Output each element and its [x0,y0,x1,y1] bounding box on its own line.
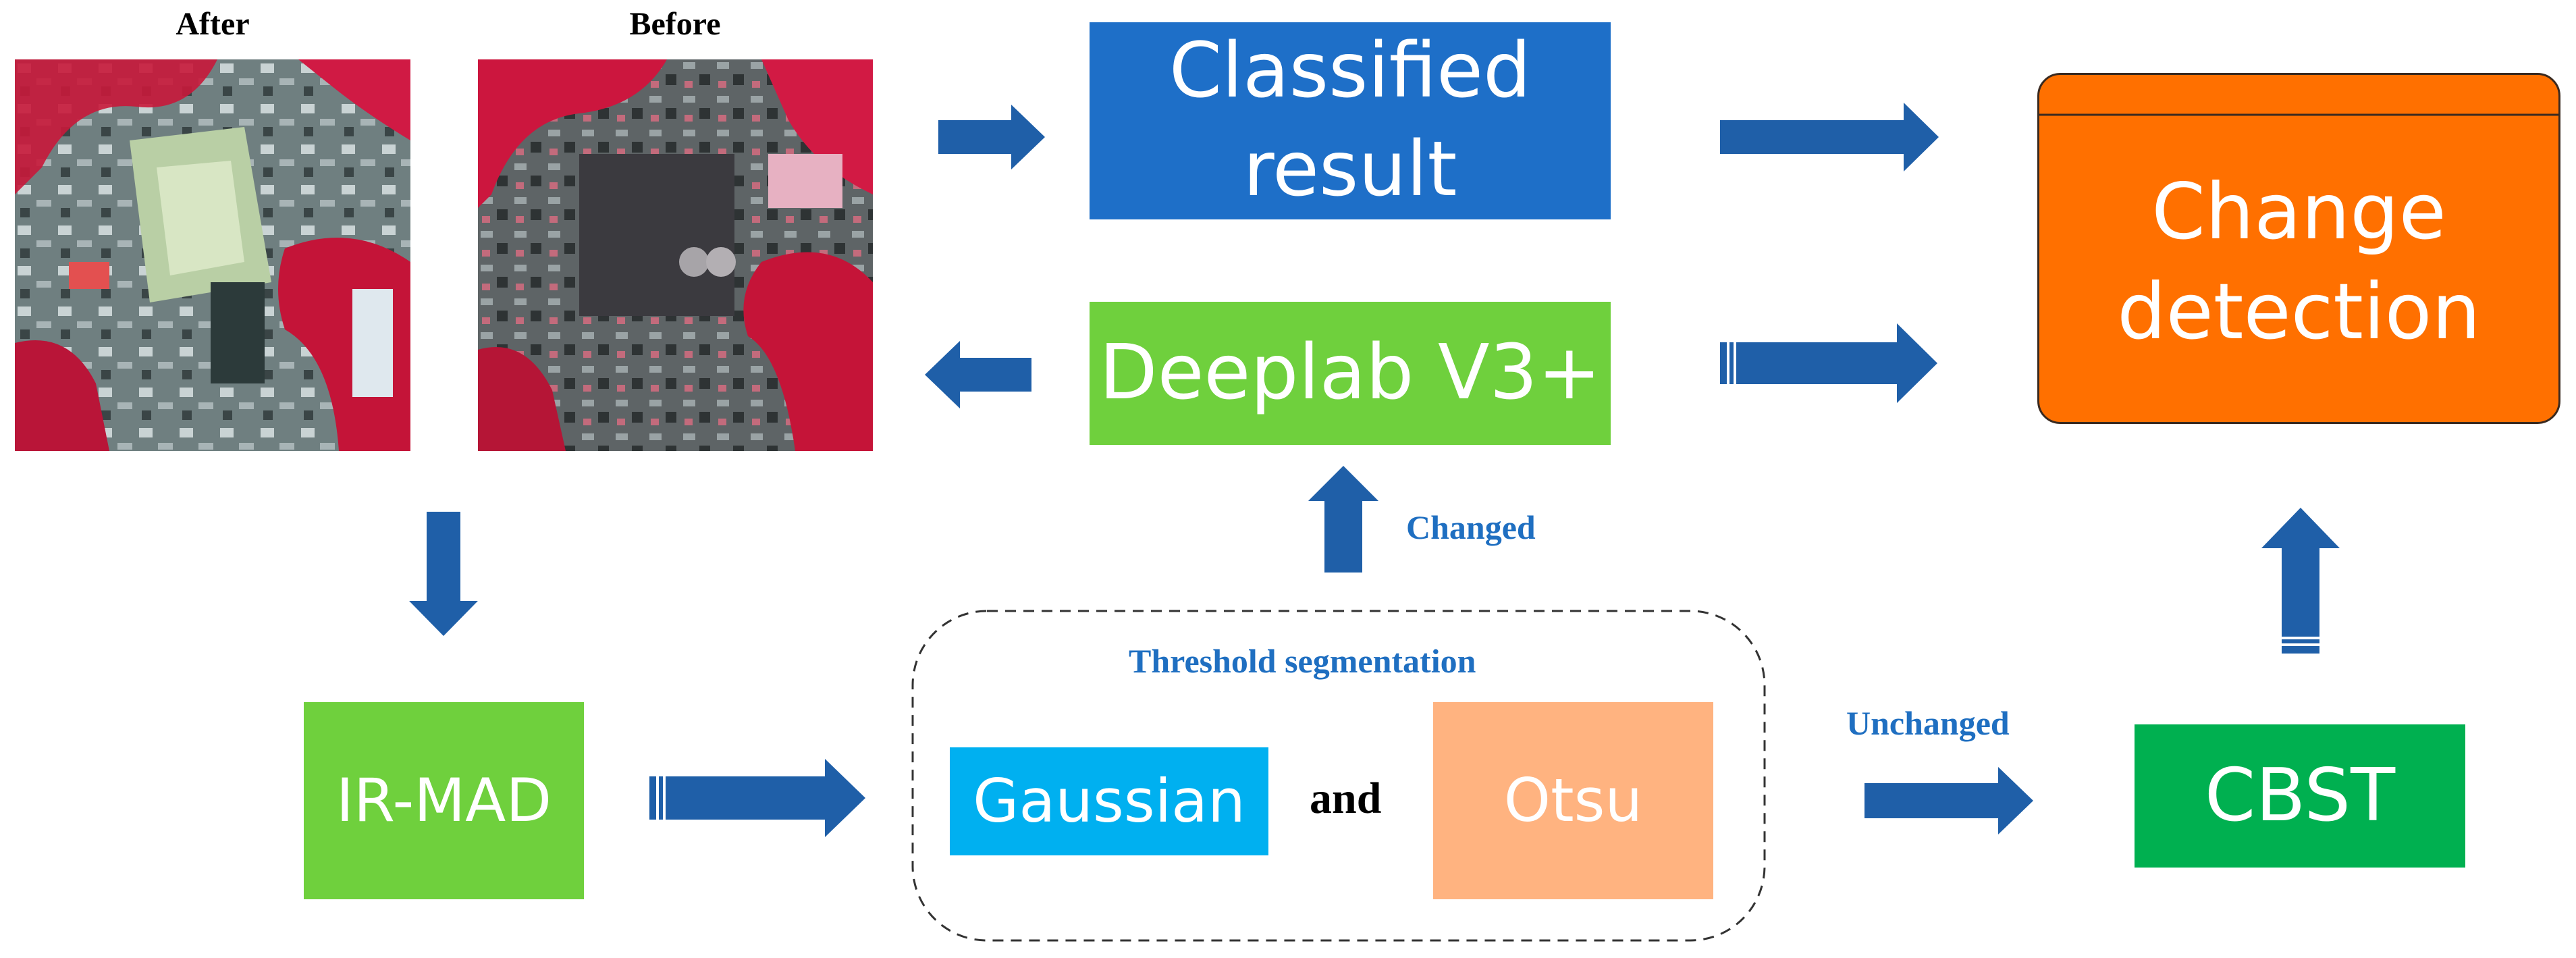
deeplab-box: Deeplab V3+ [1090,302,1611,445]
after-label: After [176,6,250,42]
changed-label: Changed [1406,508,1536,546]
arrow-images-to-irmad [409,512,478,636]
irmad-label: IR-MAD [336,765,552,835]
cbst-box: CBST [2135,724,2465,868]
classified-result-box: Classified result [1090,22,1611,219]
gaussian-box: Gaussian [950,747,1268,855]
unchanged-label: Unchanged [1846,704,2010,742]
arrow-deeplab-to-images [925,341,1031,408]
cbst-label: CBST [2204,753,2396,838]
change-detection-box: Change detection [2037,73,2560,424]
after-satellite-image [15,59,410,451]
classified-result-label: Classified result [1169,27,1532,213]
arrow-cbst-to-change-detection [2261,508,2340,654]
threshold-segmentation-group [911,610,1766,942]
gaussian-label: Gaussian [973,766,1245,836]
arrow-unchanged-to-cbst [1864,767,2033,834]
arrow-changed-to-deeplab [1308,466,1378,573]
irmad-box: IR-MAD [304,702,584,899]
and-label: and [1310,774,1382,823]
arrow-images-to-classified [938,105,1045,169]
before-satellite-image [478,59,873,451]
otsu-box: Otsu [1433,702,1713,899]
arrow-deeplab-to-change-detection [1720,323,1937,403]
before-label: Before [629,6,721,42]
arrow-irmad-to-threshold [649,759,865,837]
arrow-classified-to-change-detection [1720,103,1939,171]
threshold-segmentation-label: Threshold segmentation [1129,642,1476,680]
otsu-label: Otsu [1503,765,1643,835]
deeplab-label: Deeplab V3+ [1099,329,1601,417]
change-detection-label: Change detection [2117,166,2481,356]
